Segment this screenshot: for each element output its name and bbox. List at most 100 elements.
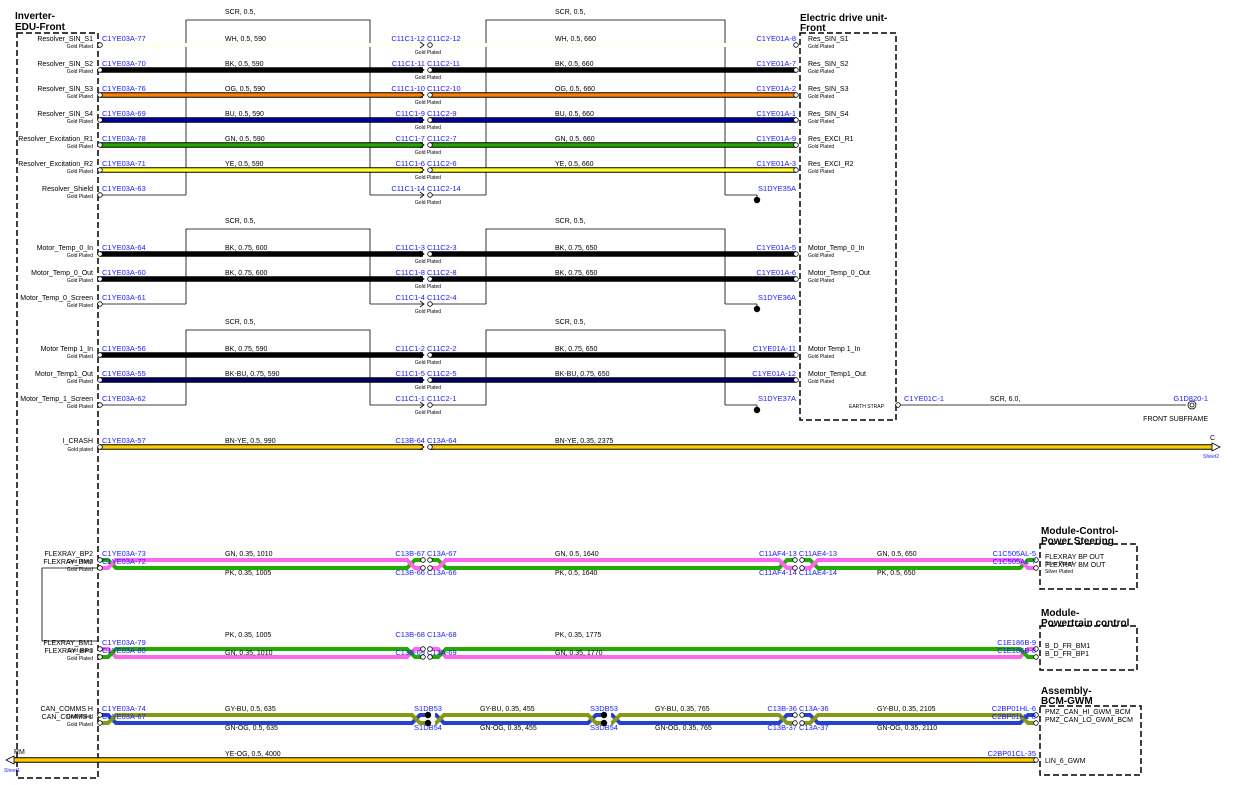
edu-pin-id: C1YE01A-2: [756, 84, 796, 93]
powertrain-box: [1039, 625, 1138, 671]
connector-pin: [419, 443, 425, 451]
splice-dot: [600, 711, 608, 719]
inverter-pin-plating: Gold Plated: [67, 278, 93, 284]
crash-label: I_CRASH: [63, 438, 93, 445]
wire-spec: BK, 0.75, 590: [225, 346, 268, 353]
connector-socket: [427, 142, 433, 148]
edu-pin-id: C1YE01A-7: [756, 59, 796, 68]
wire-spec: GY-BU, 0.35, 455: [480, 706, 535, 713]
crash-end: C: [1210, 435, 1215, 442]
earth-spec: SCR, 6.0,: [990, 396, 1020, 403]
connector-id: C13B-68 C13A-68: [395, 630, 456, 639]
pin-terminal: [97, 654, 103, 660]
edu-pin: [793, 117, 799, 123]
inverter-pin-id: C1YE03A-78: [102, 134, 146, 143]
inverter-pin-plating: Gold Plated: [67, 94, 93, 100]
edu-box: [799, 32, 897, 421]
splice-id: S1DB53: [414, 704, 442, 713]
edu-pin-label: Res_EXCI_R1: [808, 136, 854, 143]
connector-plating: Gold Plated: [415, 125, 441, 131]
pair-plating: Gold Plated: [67, 722, 93, 728]
lin-pin: C2BP01CL-35: [988, 749, 1036, 758]
inverter-pin-plating: Gold Plated: [67, 44, 93, 50]
inverter-pin-label: Motor Temp 1_In: [41, 346, 94, 353]
edu-pin-id: C1YE01A-6: [756, 268, 796, 277]
pin-terminal: [792, 565, 798, 571]
wire-spec: GN-OG, 0.5, 635: [225, 725, 278, 732]
connector-pin: [419, 376, 425, 384]
wire-spec: WH, 0.5, 660: [555, 36, 596, 43]
pair-pin-id: C1YE03A-72: [102, 557, 146, 566]
wire-spec: GN-OG, 0.35, 455: [480, 725, 537, 732]
resolver-shield-1: [185, 19, 371, 195]
inverter-pin: [97, 402, 103, 408]
inverter-pin: [97, 67, 103, 73]
edu-pin-plating: Gold Plated: [808, 69, 834, 75]
connector-plating: Gold Plated: [415, 309, 441, 315]
shield-spec: SCR, 0.5,: [225, 9, 255, 16]
edu-pin: [793, 92, 799, 98]
wire-spec: GN, 0.35, 1010: [225, 650, 273, 657]
pin-terminal: [420, 646, 426, 652]
wire-spec: PK, 0.5, 650: [877, 570, 916, 577]
connector-pin: [419, 250, 425, 258]
connector-pin: [419, 351, 425, 359]
ground-pin-id: G1D820-1: [1173, 394, 1208, 403]
wire-spec: BK, 0.75, 650: [555, 346, 598, 353]
pin-terminal: [97, 720, 103, 726]
crash-pin-id: C1YE03A-57: [102, 436, 146, 445]
inverter-pin-plating: Gold Plated: [67, 69, 93, 75]
pair-label: CAN_COMMS H: [40, 706, 93, 713]
pair-pin-id: C1YE03A-79: [102, 638, 146, 647]
pin-terminal: [1033, 557, 1039, 563]
pin-terminal: [97, 444, 103, 450]
inverter-pin-label: Resolver_SIN_S3: [37, 86, 93, 93]
connector-plating: Gold Plated: [415, 50, 441, 56]
inverter-pin-plating: Gold Plated: [67, 119, 93, 125]
pin-terminal: [97, 646, 103, 652]
inverter-pin-label: Motor_Temp_1_Screen: [20, 396, 93, 403]
pin-terminal: [792, 720, 798, 726]
inverter-pin: [97, 42, 103, 48]
splice-id: S1DB54: [414, 723, 442, 732]
inverter-pin-id: C1YE03A-71: [102, 159, 146, 168]
connector-id: C11C1-12 C11C2-12: [391, 34, 460, 43]
pin-terminal: [792, 712, 798, 718]
edu-pin-id: S1DYE37A: [758, 394, 796, 403]
pair-right-pin: C1E186B-9: [997, 638, 1036, 647]
wire-spec: GY-BU, 0.35, 2105: [877, 706, 936, 713]
inverter-pin-id: C1YE03A-69: [102, 109, 146, 118]
pin-terminal: [420, 557, 426, 563]
inverter-pin-label: Resolver_SIN_S1: [37, 36, 93, 43]
inverter-pin-id: C1YE03A-76: [102, 84, 146, 93]
edu-pin-id: C1YE01A-8: [756, 34, 796, 43]
inverter-pin-plating: Gold Plated: [67, 194, 93, 200]
ground-symbol: [1187, 400, 1197, 410]
connector-id: C13B-37 C13A-37: [767, 723, 828, 732]
flexray-loop: [41, 567, 98, 642]
wire-spec: GN, 0.35, 1770: [555, 650, 603, 657]
pin-terminal: [427, 444, 433, 450]
edu-pin-label: Motor_Temp_0_In: [808, 245, 865, 252]
wire-spec: PK, 0.35, 1005: [225, 570, 271, 577]
inverter-pin-plating: Gold Plated: [67, 379, 93, 385]
connector-socket: [427, 117, 433, 123]
wire-spec: PK, 0.35, 1005: [225, 632, 271, 639]
inverter-pin: [97, 276, 103, 282]
shield-spec: SCR, 0.5,: [225, 218, 255, 225]
wire-spec: YE, 0.5, 660: [555, 161, 594, 168]
pair-right-label: PMZ_CAN_HI_GWM_BCM: [1045, 709, 1131, 716]
inverter-pin: [97, 192, 103, 198]
pin-terminal: [1033, 712, 1039, 718]
inverter-pin-label: Motor_Temp_0_Screen: [20, 295, 93, 302]
connector-id: C11C1-6 C11C2-6: [396, 159, 457, 168]
connector-id: C13B-69 C13A-69: [395, 648, 456, 657]
pin-terminal: [97, 712, 103, 718]
inverter-pin: [97, 92, 103, 98]
earth-label: EARTH STRAP: [849, 404, 885, 410]
wire-spec: WH, 0.5, 590: [225, 36, 266, 43]
pair-plating: Gold Plated: [67, 559, 93, 565]
connector-pin: [419, 401, 425, 409]
connector-pin: [419, 141, 425, 149]
connector-pin: [419, 300, 425, 308]
